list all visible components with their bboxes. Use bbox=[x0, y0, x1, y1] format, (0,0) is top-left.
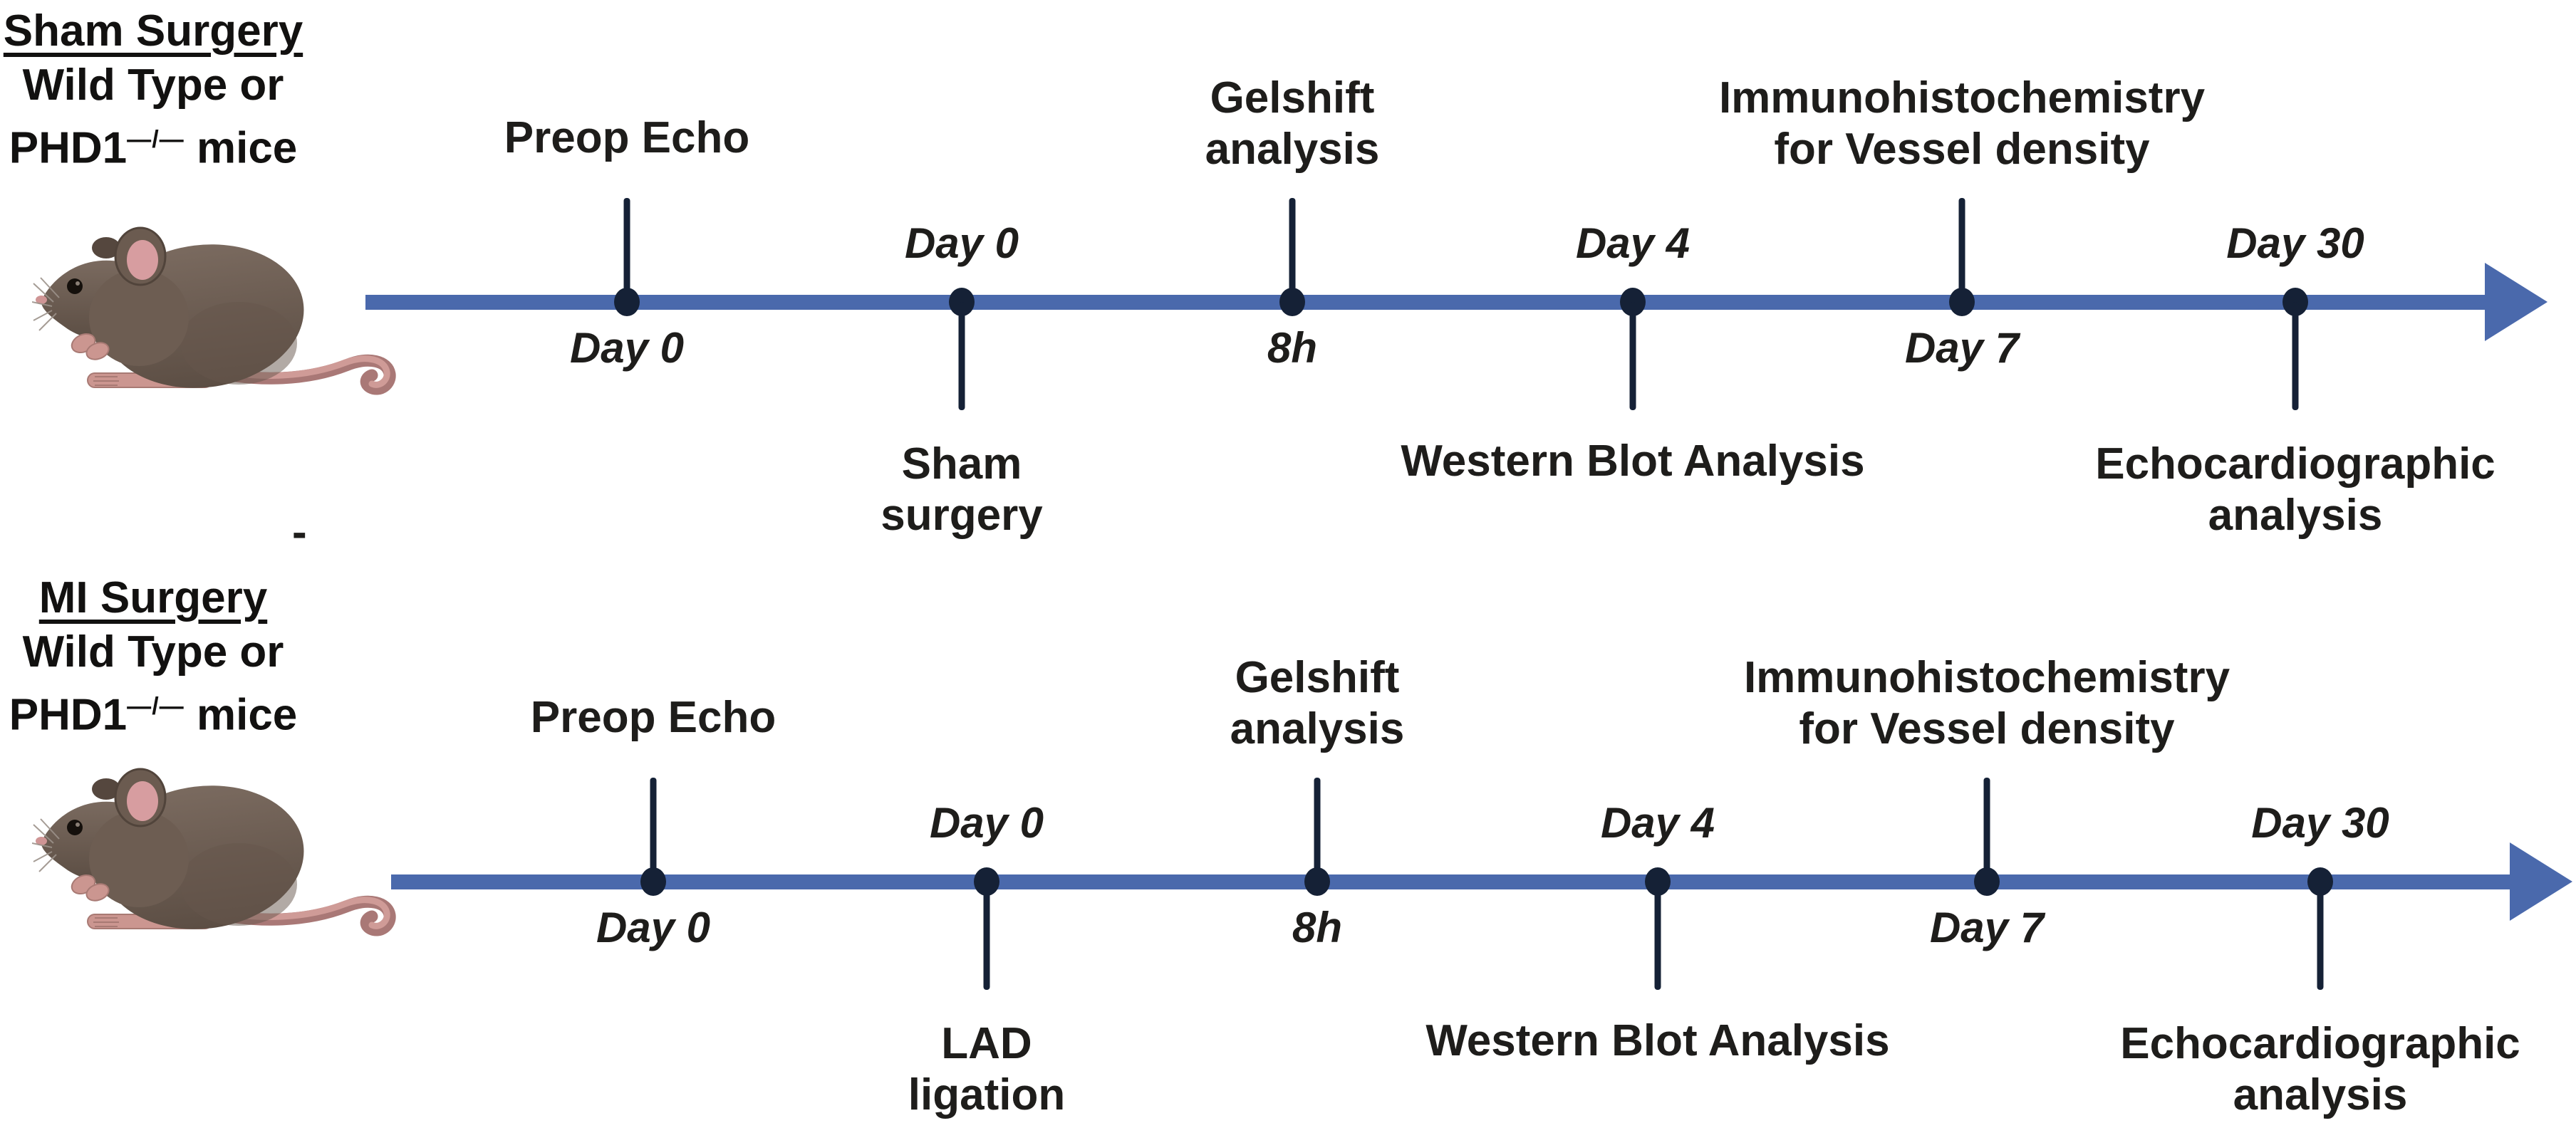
event-day-label: Day 7 bbox=[1929, 904, 2045, 951]
event-day-label: Day 4 bbox=[1575, 219, 1690, 267]
mouse-whiskers bbox=[32, 277, 60, 331]
event-label-line: analysis bbox=[1230, 704, 1405, 753]
mouse-nose bbox=[36, 296, 47, 304]
panel-subtitle-line: Wild Type or bbox=[22, 627, 284, 677]
mi-panel-title: MI Surgery Wild Type or PHD1—/— mice bbox=[0, 571, 306, 743]
mouse-haunch bbox=[180, 302, 297, 385]
panel-genotype-line: PHD1—/— mice bbox=[0, 113, 306, 176]
timeline-bar bbox=[365, 295, 2489, 310]
event-label: Immunohistochemistry for Vessel density bbox=[1744, 652, 2230, 755]
event-day-label: Day 0 bbox=[569, 324, 685, 372]
event-tick bbox=[1654, 882, 1661, 990]
event-label-line: Echocardiographic bbox=[2120, 1019, 2520, 1068]
event-tick bbox=[2292, 302, 2299, 410]
event-label-line: Gelshift bbox=[1210, 73, 1375, 122]
timeline-arrowhead bbox=[2510, 842, 2572, 921]
event-label-line: Immunohistochemistry bbox=[1743, 653, 2230, 702]
genotype-superscript: —/— bbox=[127, 693, 185, 720]
event-label-line: Immunohistochemistry bbox=[1718, 73, 2206, 122]
event-label: Echocardiographic analysis bbox=[2095, 439, 2496, 541]
sham-panel-title: Sham Surgery Wild Type or PHD1—/— mice bbox=[0, 4, 306, 176]
event-tick bbox=[1983, 778, 1990, 882]
event-label: Western Blot Analysis bbox=[1401, 437, 1865, 486]
mouse-ear-inner bbox=[127, 781, 158, 821]
stray-dash: - bbox=[292, 508, 307, 557]
mouse-ear-back bbox=[92, 237, 120, 258]
event-label: Echocardiographic analysis bbox=[2120, 1018, 2520, 1121]
event-label-line: analysis bbox=[1205, 125, 1380, 174]
genotype-suffix: mice bbox=[184, 690, 298, 740]
event-label: LAD ligation bbox=[908, 1018, 1065, 1121]
event-tick bbox=[650, 778, 657, 882]
event-label: Gelshift analysis bbox=[1205, 73, 1380, 175]
event-marker-dot bbox=[1974, 867, 2000, 896]
event-day-label: Day 4 bbox=[1600, 799, 1715, 847]
event-day-label: 8h bbox=[1292, 904, 1343, 951]
mouse-paw bbox=[85, 342, 110, 360]
mouse-icon bbox=[32, 768, 396, 936]
event-marker-dot bbox=[1279, 288, 1305, 316]
event-marker-dot bbox=[614, 288, 640, 316]
mouse-ear-inner bbox=[127, 240, 158, 280]
event-label-line: Echocardiographic bbox=[2095, 439, 2496, 489]
genotype-prefix: PHD1 bbox=[9, 123, 128, 173]
event-label-line: analysis bbox=[2208, 491, 2383, 540]
event-day-label: Day 0 bbox=[904, 219, 1019, 267]
event-label: Western Blot Analysis bbox=[1425, 1016, 1890, 1065]
event-tick bbox=[983, 882, 990, 990]
mouse-icon bbox=[32, 226, 396, 395]
event-tick bbox=[1629, 302, 1636, 410]
event-label: Preop Echo bbox=[530, 693, 777, 742]
event-day-label: 8h bbox=[1267, 324, 1318, 372]
event-tick bbox=[2317, 882, 2324, 990]
event-day-label: Day 30 bbox=[2251, 799, 2389, 847]
mouse-eye bbox=[67, 278, 83, 294]
mouse-paw bbox=[85, 883, 110, 902]
mouse-eye-highlight bbox=[76, 822, 80, 827]
mouse-chest bbox=[89, 810, 189, 907]
event-tick bbox=[1289, 198, 1296, 302]
genotype-superscript: —/— bbox=[127, 126, 185, 153]
panel-title-line: Sham Surgery bbox=[3, 6, 303, 56]
mouse-toes bbox=[93, 917, 119, 927]
event-tick bbox=[623, 198, 630, 302]
event-marker-dot bbox=[1949, 288, 1975, 316]
event-label: Gelshift analysis bbox=[1230, 652, 1405, 755]
mouse-haunch bbox=[180, 843, 297, 926]
event-day-label: Day 7 bbox=[1904, 324, 2020, 372]
mouse-chest bbox=[89, 269, 189, 366]
panel-genotype-line: PHD1—/— mice bbox=[0, 679, 306, 743]
event-label-line: surgery bbox=[881, 491, 1043, 540]
mouse-eye bbox=[67, 820, 83, 835]
event-label-line: Sham bbox=[901, 439, 1022, 489]
event-marker-dot bbox=[640, 867, 666, 896]
genotype-prefix: PHD1 bbox=[9, 690, 128, 740]
mouse-eye-highlight bbox=[76, 281, 80, 286]
event-label-line: analysis bbox=[2233, 1070, 2408, 1119]
event-tick bbox=[958, 302, 965, 410]
event-day-label: Day 0 bbox=[596, 904, 711, 951]
event-tick bbox=[1958, 198, 1965, 302]
event-label: Sham surgery bbox=[881, 439, 1042, 541]
event-label-line: for Vessel density bbox=[1774, 125, 2150, 174]
mouse-whiskers bbox=[32, 818, 60, 872]
event-label-line: for Vessel density bbox=[1799, 704, 2175, 753]
event-tick bbox=[1314, 778, 1321, 882]
panel-title-line: MI Surgery bbox=[38, 573, 268, 622]
timeline-bar bbox=[391, 874, 2514, 889]
genotype-suffix: mice bbox=[184, 123, 298, 173]
mouse-ear-back bbox=[92, 778, 120, 800]
event-label: Immunohistochemistry for Vessel density bbox=[1719, 73, 2205, 175]
mouse-toes bbox=[93, 376, 119, 386]
event-label-line: LAD bbox=[941, 1019, 1032, 1068]
event-label-line: Gelshift bbox=[1235, 653, 1400, 702]
event-marker-dot bbox=[1304, 867, 1330, 896]
panel-subtitle-line: Wild Type or bbox=[22, 61, 284, 110]
event-day-label: Day 0 bbox=[929, 799, 1044, 847]
event-day-label: Day 30 bbox=[2226, 219, 2364, 267]
event-label: Preop Echo bbox=[504, 113, 750, 162]
event-label-line: ligation bbox=[908, 1070, 1066, 1119]
mouse-nose bbox=[36, 837, 47, 845]
timeline-arrowhead bbox=[2485, 263, 2548, 341]
